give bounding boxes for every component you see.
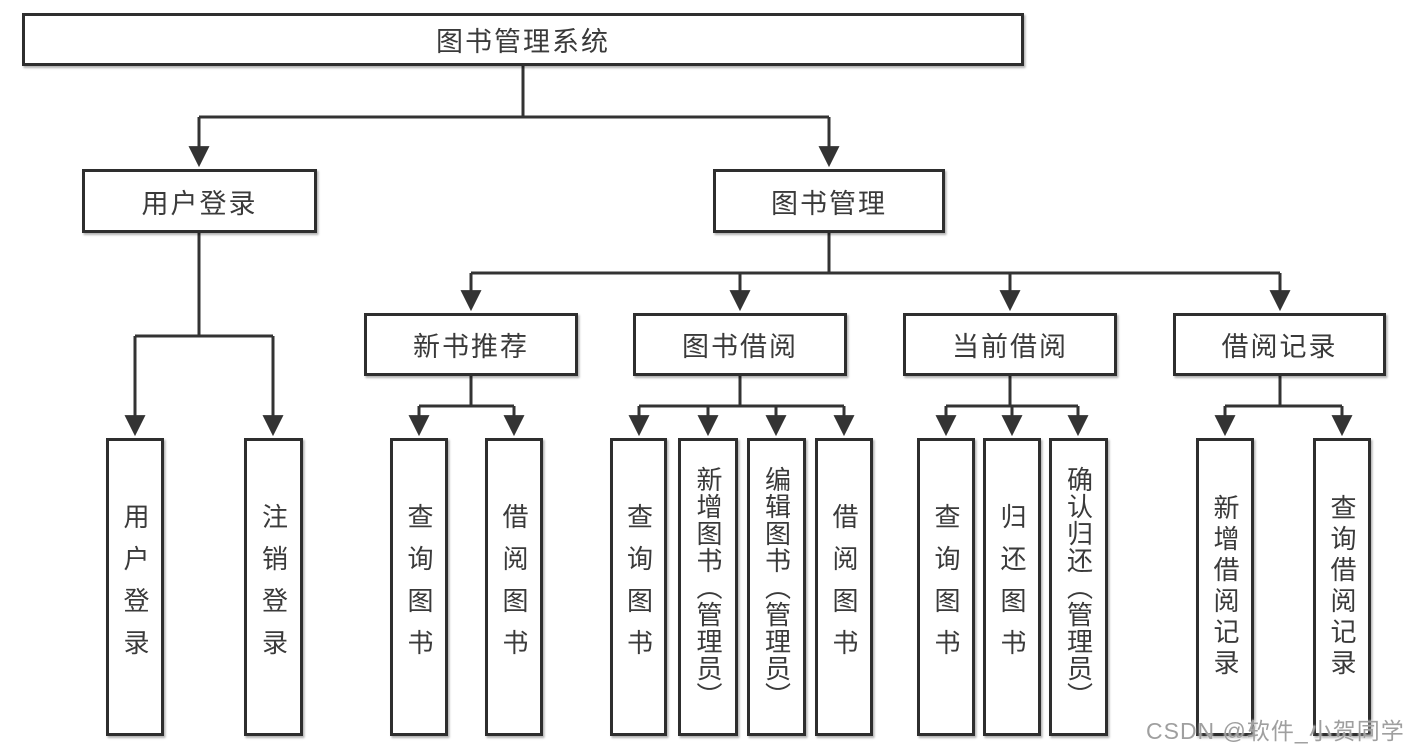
node-label: 当前借阅 [952,332,1068,362]
node-label: 确认归还（管理员） [1063,465,1094,709]
node-label: 查询借阅记录 [1327,494,1357,680]
leaf-query-books-recommend: 查询图书 [390,438,448,736]
leaf-user-login: 用户登录 [106,438,164,736]
leaf-add-borrow-record: 新增借阅记录 [1196,438,1254,736]
node-new-book-recommend: 新书推荐 [364,313,578,376]
leaf-borrow-books-borrowing: 借阅图书 [815,438,873,736]
connector-current-borrowing-branch [935,376,1089,437]
connector-book-management-branch [460,233,1291,312]
node-book-borrowing: 图书借阅 [633,313,847,376]
node-label: 借阅记录 [1221,332,1338,362]
node-label: 查询图书 [623,503,654,671]
csdn-watermark: CSDN @软件_小贺同学 [1146,718,1405,744]
connector-new-book-recommend-branch [408,376,525,437]
node-label: 图书管理 [771,188,887,219]
node-label: 新书推荐 [413,332,529,362]
connector-user-login-branch [124,233,284,437]
node-borrowing-records: 借阅记录 [1173,313,1386,376]
node-label: 新增图书（管理员） [693,465,723,709]
connector-borrowing-records-branch [1214,376,1353,437]
node-label: 查询图书 [931,503,961,671]
leaf-add-book-admin: 新增图书（管理员） [678,438,738,736]
node-root-system: 图书管理系统 [22,13,1024,66]
node-label: 归还图书 [997,503,1027,671]
node-label: 借阅图书 [829,503,859,671]
leaf-query-books-borrowing: 查询图书 [610,438,667,736]
leaf-borrow-books-recommend: 借阅图书 [485,438,543,736]
leaf-query-books-current: 查询图书 [917,438,975,736]
node-label: 借阅图书 [499,503,529,671]
node-label: 用户登录 [120,503,150,671]
leaf-logout: 注销登录 [244,438,303,736]
leaf-query-borrow-record: 查询借阅记录 [1313,438,1371,736]
node-label: 图书管理系统 [436,27,610,57]
connector-root-to-level2 [188,66,840,168]
node-label: 查询图书 [404,503,434,671]
node-current-borrowing: 当前借阅 [903,313,1117,376]
node-book-management: 图书管理 [713,169,945,233]
leaf-return-books: 归还图书 [983,438,1041,736]
node-user-login: 用户登录 [82,169,317,233]
node-label: 编辑图书（管理员） [761,465,792,709]
node-label: 注销登录 [258,503,289,671]
leaf-confirm-return-admin: 确认归还（管理员） [1049,438,1108,736]
node-label: 用户登录 [141,188,258,219]
node-label: 新增借阅记录 [1210,494,1240,680]
leaf-edit-book-admin: 编辑图书（管理员） [747,438,806,736]
connector-book-borrowing-branch [628,376,855,437]
node-label: 图书借阅 [682,332,798,362]
